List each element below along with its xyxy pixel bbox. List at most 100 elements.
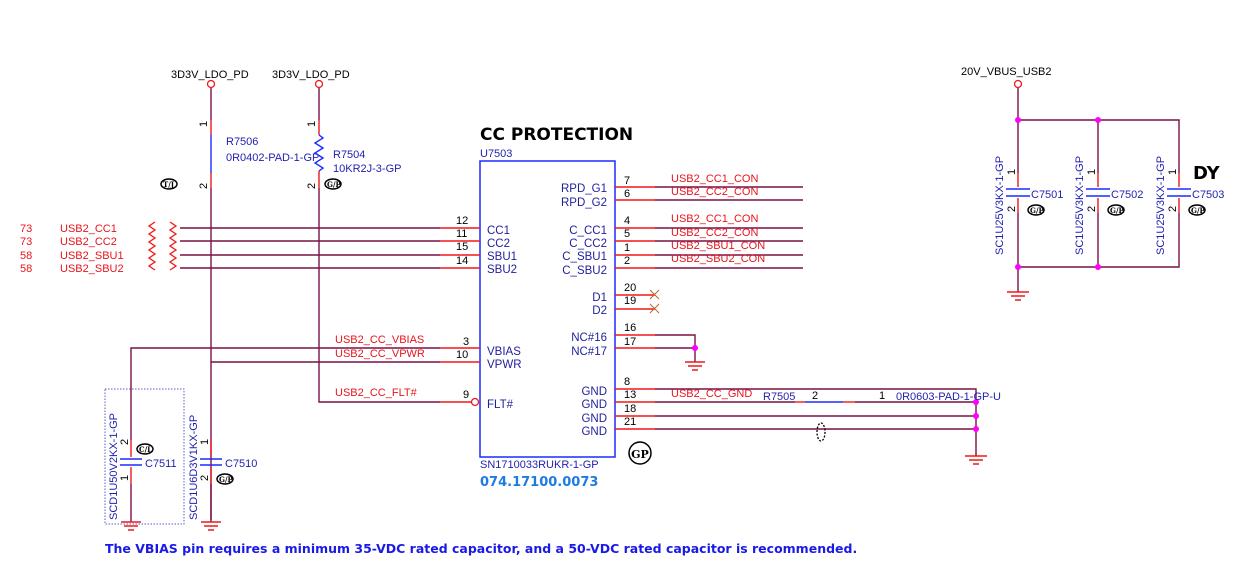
r7505-ref: R7505 [763, 391, 795, 403]
capacitor-plates [1006, 188, 1191, 197]
svg-text:G/P: G/P [219, 475, 234, 484]
c7510-ref: C7510 [225, 458, 257, 470]
left-signal-wires[interactable] [180, 227, 480, 269]
pin-name-vbias: VBIAS [487, 346, 521, 358]
pin-num-10: 10 [456, 349, 468, 361]
page-ref-sbu2: 58 [20, 263, 32, 275]
net-usb2-cc1-con-b[interactable]: USB2_CC1_CON [671, 213, 758, 225]
r7504-zigzag [313, 134, 325, 172]
r7505-pin2: 2 [812, 390, 818, 402]
cursor-icon [816, 422, 826, 442]
gp-badge-icon: GP [628, 441, 652, 465]
dy-region-box [104, 388, 185, 525]
ic-part: SN1710033RUKR-1-GP [480, 459, 599, 471]
net-usb2-cc1-con-a[interactable]: USB2_CC1_CON [671, 173, 758, 185]
gp-badge-icon: G/P [1188, 204, 1206, 216]
r7506-value: 0R0402-PAD-1-GP [226, 152, 319, 164]
rail-20v-vbus[interactable]: 20V_VBUS_USB2 [961, 66, 1191, 301]
gp-badge-icon: G/P [1027, 204, 1045, 216]
c7510-pin-bottom: 2 [199, 475, 211, 481]
power-port-icon [1013, 79, 1023, 89]
svg-text:G/P: G/P [1030, 206, 1045, 215]
pin-name-c-cc2: C_CC2 [569, 238, 607, 250]
c7502-pin2: 2 [1086, 206, 1098, 212]
pin-num-15: 15 [456, 241, 468, 253]
right-signal-wires[interactable] [615, 186, 803, 269]
pin-num-21: 21 [624, 416, 636, 428]
c7510-value: SCD1U6D3V1KX-GP [188, 415, 200, 520]
pin-num-3: 3 [463, 336, 469, 348]
junction-dot [973, 413, 979, 419]
r7505-pin1: 1 [879, 390, 885, 402]
ground-icon [965, 455, 987, 465]
net-usb2-sbu2-con[interactable]: USB2_SBU2_CON [671, 253, 765, 265]
c7501-ref: C7501 [1031, 189, 1063, 201]
net-usb2-sbu2[interactable]: USB2_SBU2 [60, 263, 124, 275]
pin-num-1: 1 [624, 242, 630, 254]
gp-badge-icon: C/L [136, 443, 154, 455]
ic-u7503[interactable]: U7503 SN1710033RUKR-1-GP 074.17100.0073 [479, 148, 616, 490]
c7511-ref: C7511 [145, 458, 177, 470]
gp-badge-icon: G/P [324, 178, 342, 190]
pin-num-13: 13 [624, 389, 636, 401]
vbias-note: The VBIAS pin requires a minimum 35-VDC … [105, 541, 857, 556]
capacitor-c7511[interactable] [120, 440, 142, 531]
power-port-icon [206, 79, 216, 89]
pin-name-flt: FLT# [487, 399, 514, 411]
c7501-pin2: 2 [1006, 206, 1018, 212]
active-low-bubble-icon [470, 397, 480, 407]
net-usb2-cc-flt[interactable]: USB2_CC_FLT# [335, 387, 418, 399]
net-usb2-cc-gnd[interactable]: USB2_CC_GND [671, 388, 752, 400]
schematic-title: CC PROTECTION [480, 125, 633, 145]
rail-3d3v-2[interactable]: 3D3V_LDO_PD [272, 69, 480, 407]
pin-num-17: 17 [624, 336, 636, 348]
c7503-ref: C7503 [1192, 189, 1224, 201]
pin-name-sbu2: SBU2 [487, 264, 517, 276]
pin-num-5: 5 [624, 228, 630, 240]
rail-label-1: 3D3V_LDO_PD [171, 69, 249, 81]
net-usb2-cc1[interactable]: USB2_CC1 [60, 223, 117, 235]
net-usb2-cc-vpwr[interactable]: USB2_CC_VPWR [335, 348, 425, 360]
pin-name-nc16: NC#16 [571, 332, 607, 344]
pin-name-vpwr: VPWR [487, 359, 522, 371]
junction-dot [692, 345, 698, 351]
pin-name-d2: D2 [592, 305, 607, 317]
r7504-ref: R7504 [333, 149, 365, 161]
page-ref-sbu1: 58 [20, 250, 32, 262]
pin-num-14: 14 [456, 255, 468, 267]
r7506-ref: R7506 [226, 136, 258, 148]
pin-num-9: 9 [463, 389, 469, 401]
c7501-value: SC1U25V3KX-1-GP [994, 156, 1006, 255]
net-usb2-sbu1-con[interactable]: USB2_SBU1_CON [671, 240, 765, 252]
vbias-vpwr-wires[interactable] [130, 347, 480, 440]
gnd-pin-wires[interactable] [615, 388, 987, 465]
offpage-connectors [147, 221, 178, 271]
nc-ground-net[interactable] [615, 334, 705, 371]
net-usb2-cc2-con-a[interactable]: USB2_CC2_CON [671, 186, 758, 198]
c7503-pin1: 1 [1167, 169, 1179, 175]
net-usb2-sbu1[interactable]: USB2_SBU1 [60, 250, 124, 262]
ground-icon [685, 361, 705, 371]
rail-label-2: 3D3V_LDO_PD [272, 69, 350, 81]
pin-name-nc17: NC#17 [571, 346, 607, 358]
pin-name-gnd-13: GND [581, 399, 607, 411]
pin-name-sbu1: SBU1 [487, 251, 517, 263]
pin-num-11: 11 [456, 228, 467, 240]
pin-name-gnd-8: GND [581, 386, 607, 398]
net-usb2-cc2-con-b[interactable]: USB2_CC2_CON [671, 227, 758, 239]
c7502-pin1: 1 [1086, 169, 1098, 175]
c7501-pin1: 1 [1006, 169, 1018, 175]
svg-text:G/P: G/P [327, 180, 342, 189]
r7505-value: 0R0603-PAD-1-GP-U [896, 391, 1001, 403]
pin-num-4: 4 [624, 215, 630, 227]
c7511-pin-top: 2 [119, 439, 131, 445]
net-usb2-cc-vbias[interactable]: USB2_CC_VBIAS [335, 334, 424, 346]
pin-name-c-sbu1: C_SBU1 [562, 251, 607, 263]
power-port-icon [314, 79, 324, 89]
pin-name-rpd-g1: RPD_G1 [561, 183, 607, 195]
r7504-pin1: 1 [306, 121, 318, 127]
pin-num-2: 2 [624, 255, 630, 267]
net-usb2-cc2[interactable]: USB2_CC2 [60, 236, 117, 248]
capacitor-c7510[interactable] [200, 440, 222, 531]
